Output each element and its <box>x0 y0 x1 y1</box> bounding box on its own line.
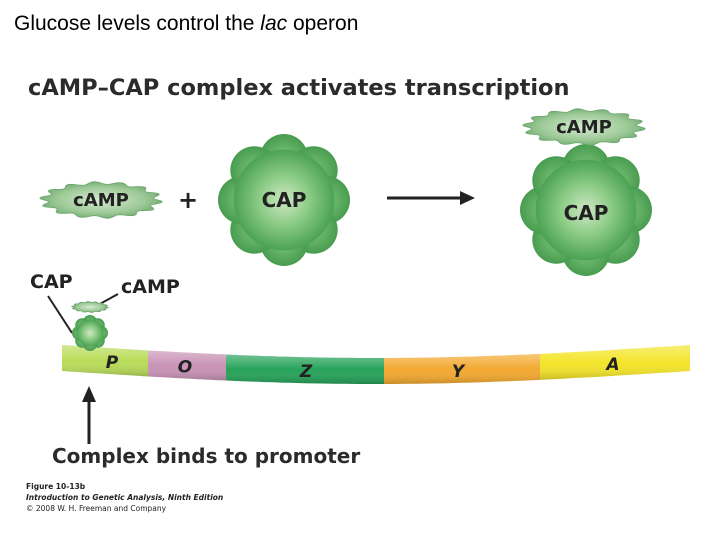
callout-cap-label: CAP <box>30 271 73 293</box>
gene-label-y: Y <box>452 362 466 382</box>
camp-cap-complex: cAMP CAP <box>520 108 652 276</box>
cap-shape <box>218 134 350 266</box>
gene-label-a: A <box>604 355 619 375</box>
operon-segment-shading <box>540 345 690 380</box>
gene-label-p: P <box>106 353 119 373</box>
book-title: Introduction to Genetic Analysis, Ninth … <box>26 493 224 502</box>
figure-number: Figure 10-13b <box>26 482 86 491</box>
complex-cap-shape <box>520 144 652 276</box>
operon-segment-shading <box>148 350 226 381</box>
up-arrow-icon <box>82 386 96 444</box>
right-arrow-icon <box>387 191 475 205</box>
bound-camp-shape <box>70 301 110 313</box>
gene-label-o: O <box>178 358 192 378</box>
bound-cap-shape <box>72 315 108 351</box>
promoter-caption: Complex binds to promoter <box>52 444 360 468</box>
camp-molecule: cAMP <box>39 181 163 219</box>
callout-cap-line <box>47 295 73 334</box>
figure-credits: Figure 10-13b Introduction to Genetic An… <box>26 481 223 514</box>
operon-segment-shading <box>62 345 148 377</box>
cap-label: CAP <box>262 188 307 212</box>
figure-heading: cAMP–CAP complex activates transcription <box>28 75 570 101</box>
complex-cap-label: CAP <box>564 201 609 225</box>
callout-camp-label: cAMP <box>121 276 180 298</box>
operon-segment-shading <box>226 354 384 384</box>
copyright: © 2008 W. H. Freeman and Company <box>26 504 167 513</box>
camp-shape <box>39 181 163 219</box>
cap-protein: CAP <box>218 134 350 266</box>
gene-label-z: Z <box>299 362 313 382</box>
bound-complex <box>70 301 110 351</box>
camp-label: cAMP <box>73 190 129 211</box>
plus-sign: + <box>178 186 198 214</box>
operon-segment-shading <box>384 353 540 384</box>
slide-title: Glucose levels control the lac operon <box>14 12 359 35</box>
complex-camp-shape <box>522 108 646 146</box>
complex-camp-label: cAMP <box>556 117 612 138</box>
operon-dna <box>62 345 690 384</box>
